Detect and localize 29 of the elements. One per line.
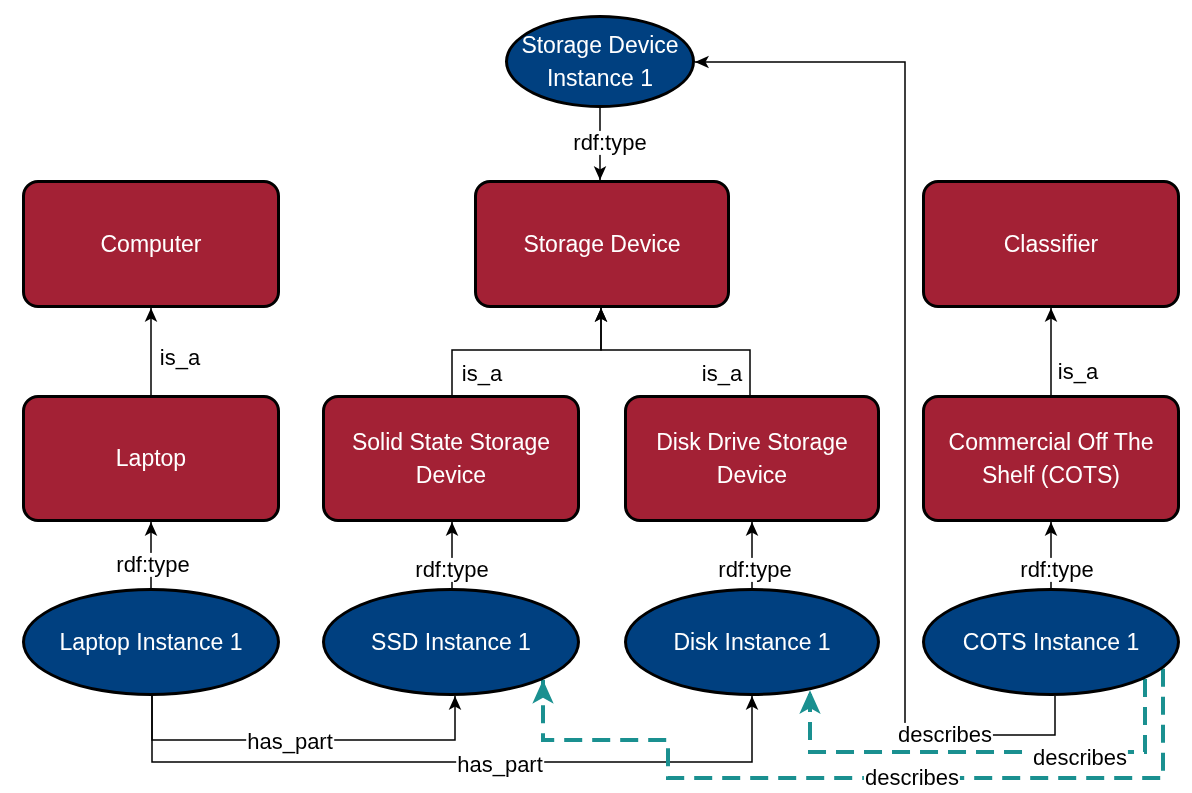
arrow — [1044, 307, 1058, 396]
edge-label: rdf:type — [717, 557, 793, 583]
node-label: Solid State Storage Device — [350, 428, 552, 490]
edge-label: rdf:type — [414, 557, 490, 583]
edge-label: rdf:type — [1019, 557, 1095, 583]
arrow — [694, 55, 1056, 736]
class-box — [22, 395, 280, 522]
node-label: COTS Instance 1 — [962, 627, 1140, 657]
node-label: Laptop Instance 1 — [59, 627, 243, 657]
node-label: Laptop — [115, 444, 187, 474]
class-box — [922, 395, 1180, 522]
class-box — [922, 180, 1180, 308]
class-box — [322, 395, 580, 522]
arrow — [144, 307, 158, 396]
node-label: Computer — [100, 229, 202, 259]
class-box — [22, 180, 280, 308]
node-label: Commercial Off The Shelf (COTS) — [947, 428, 1155, 490]
arrow — [594, 307, 751, 396]
class-box — [624, 395, 880, 522]
node-label: Storage Device Instance 1 — [520, 31, 680, 93]
class-box — [474, 180, 730, 308]
node-label: SSD Instance 1 — [371, 627, 531, 657]
dashed-arrow — [532, 668, 1165, 780]
node-label: Disk Drive Storage Device — [655, 428, 849, 490]
edge-label: rdf:type — [572, 130, 648, 156]
node-label: Disk Instance 1 — [673, 627, 831, 657]
node-label: Classifier — [1003, 229, 1099, 259]
edge-label: rdf:type — [115, 552, 191, 578]
node-label: Storage Device — [523, 229, 681, 259]
